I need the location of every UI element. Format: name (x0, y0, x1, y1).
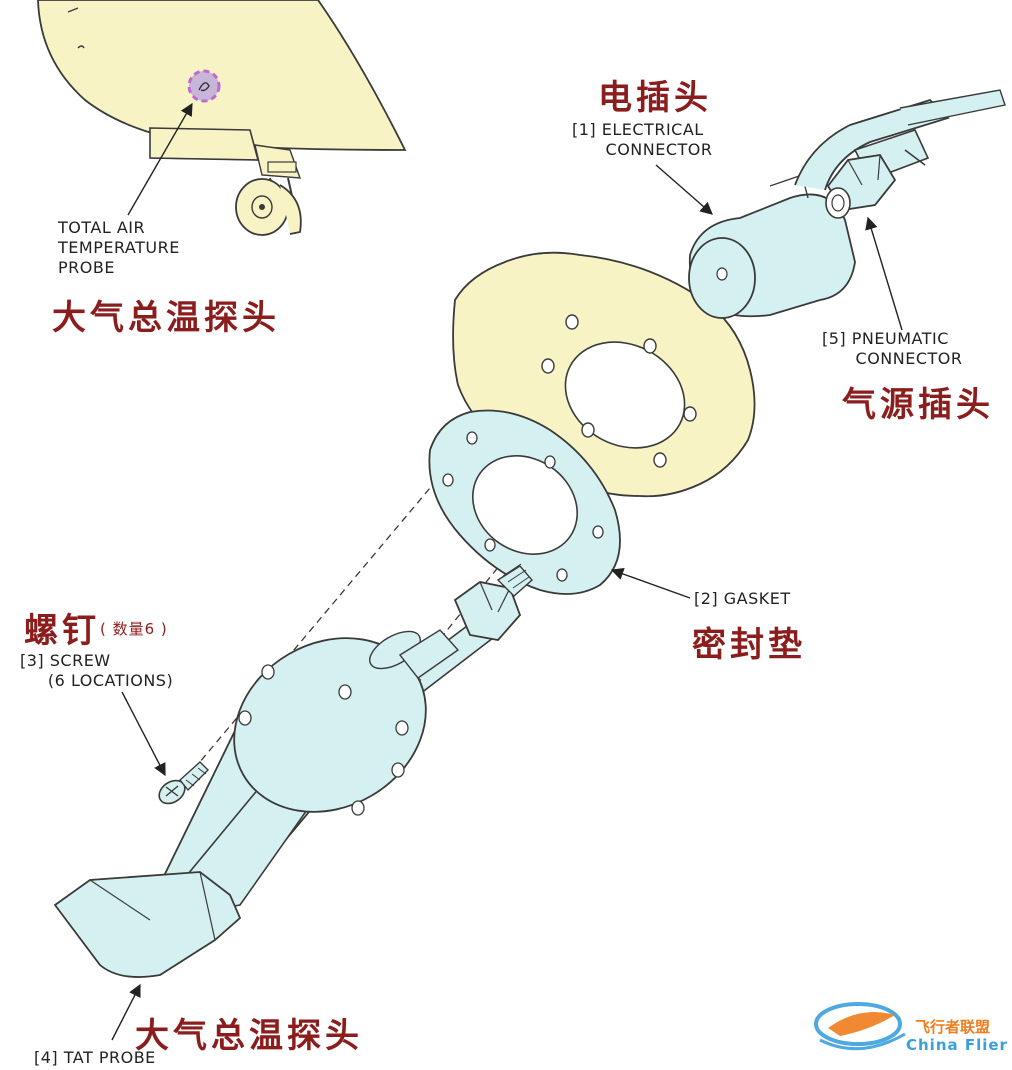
leader-tat-probe (111, 983, 141, 1041)
label-screw-quantity-zh: ( 数量6 ) (100, 620, 168, 638)
leader-tat-probe-aircraft (127, 102, 193, 216)
pneumatic-connector (794, 89, 1006, 219)
label-screw-zh: 螺钉 (24, 611, 100, 651)
label-tat-probe-aircraft-en: TOTAL AIR TEMPERATURE PROBE (58, 218, 180, 277)
gasket (428, 409, 621, 595)
watermark-text-zh: 飞行者联盟 (915, 1018, 991, 1036)
screw (158, 761, 209, 805)
label-tat-probe-zh: 大气总温探头 (135, 1016, 363, 1056)
watermark-text-en: China Flier (906, 1036, 1008, 1054)
aircraft-nose (37, 0, 407, 236)
label-gasket-zh: 密封垫 (692, 625, 806, 665)
leader-gasket (610, 567, 691, 599)
label-electrical-connector-en: [1] ELECTRICAL CONNECTOR (572, 120, 713, 159)
leader-pneumatic (865, 216, 903, 331)
label-tat-probe-aircraft-zh: 大气总温探头 (52, 298, 280, 338)
label-pneumatic-connector-en: [5] PNEUMATIC CONNECTOR (822, 329, 963, 368)
tat-probe-location-highlight (187, 69, 221, 103)
label-gasket-en: [2] GASKET (694, 589, 791, 608)
label-screw-en: [3] SCREW (6 LOCATIONS) (20, 651, 174, 690)
label-pneumatic-connector-zh: 气源插头 (842, 385, 994, 425)
tat-probe (53, 629, 460, 978)
label-tat-probe-en: [4] TAT PROBE (34, 1048, 156, 1067)
electrical-connector (688, 174, 856, 319)
leader-electrical (655, 164, 713, 215)
leader-screw (121, 691, 166, 777)
watermark-logo (814, 1002, 906, 1051)
label-electrical-connector-zh: 电插头 (598, 78, 712, 118)
